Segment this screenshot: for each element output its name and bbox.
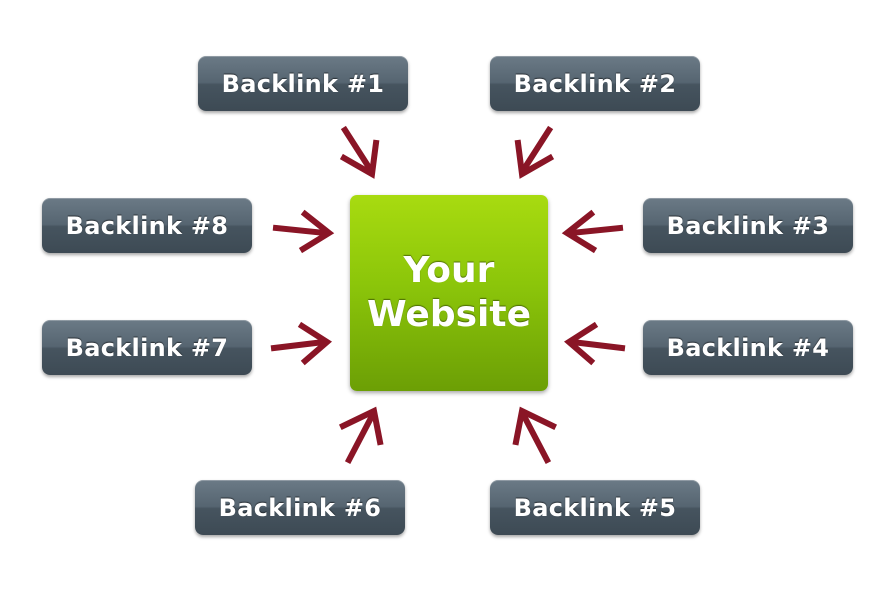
arrow-icon-6 (338, 406, 384, 465)
arrow-icon-4 (563, 321, 626, 366)
backlink-label: Backlink #1 (221, 69, 385, 98)
arrow-icon-8 (272, 209, 335, 254)
backlink-box-1: Backlink #1 (198, 56, 408, 111)
backlink-label: Backlink #7 (65, 333, 229, 362)
backlink-box-4: Backlink #4 (643, 320, 853, 375)
backlink-box-2: Backlink #2 (490, 56, 700, 111)
backlink-label: Backlink #6 (218, 493, 382, 522)
arrow-icon-5 (512, 406, 558, 465)
backlink-box-8: Backlink #8 (42, 198, 252, 253)
arrow-icon-2 (514, 125, 555, 179)
arrow-icon-3 (561, 209, 624, 254)
backlink-label: Backlink #5 (513, 493, 677, 522)
backlink-label: Backlink #2 (513, 69, 677, 98)
arrow-icon-1 (339, 125, 380, 179)
arrow-icon-7 (270, 321, 333, 366)
backlink-label: Backlink #4 (666, 333, 830, 362)
backlink-box-3: Backlink #3 (643, 198, 853, 253)
backlink-label: Backlink #3 (666, 211, 830, 240)
backlink-box-5: Backlink #5 (490, 480, 700, 535)
backlink-box-6: Backlink #6 (195, 480, 405, 535)
backlink-label: Backlink #8 (65, 211, 229, 240)
website-label-line2: Website (366, 294, 531, 335)
backlink-box-7: Backlink #7 (42, 320, 252, 375)
website-box: Your Website (350, 195, 548, 391)
website-label-line1: Your (403, 250, 495, 291)
